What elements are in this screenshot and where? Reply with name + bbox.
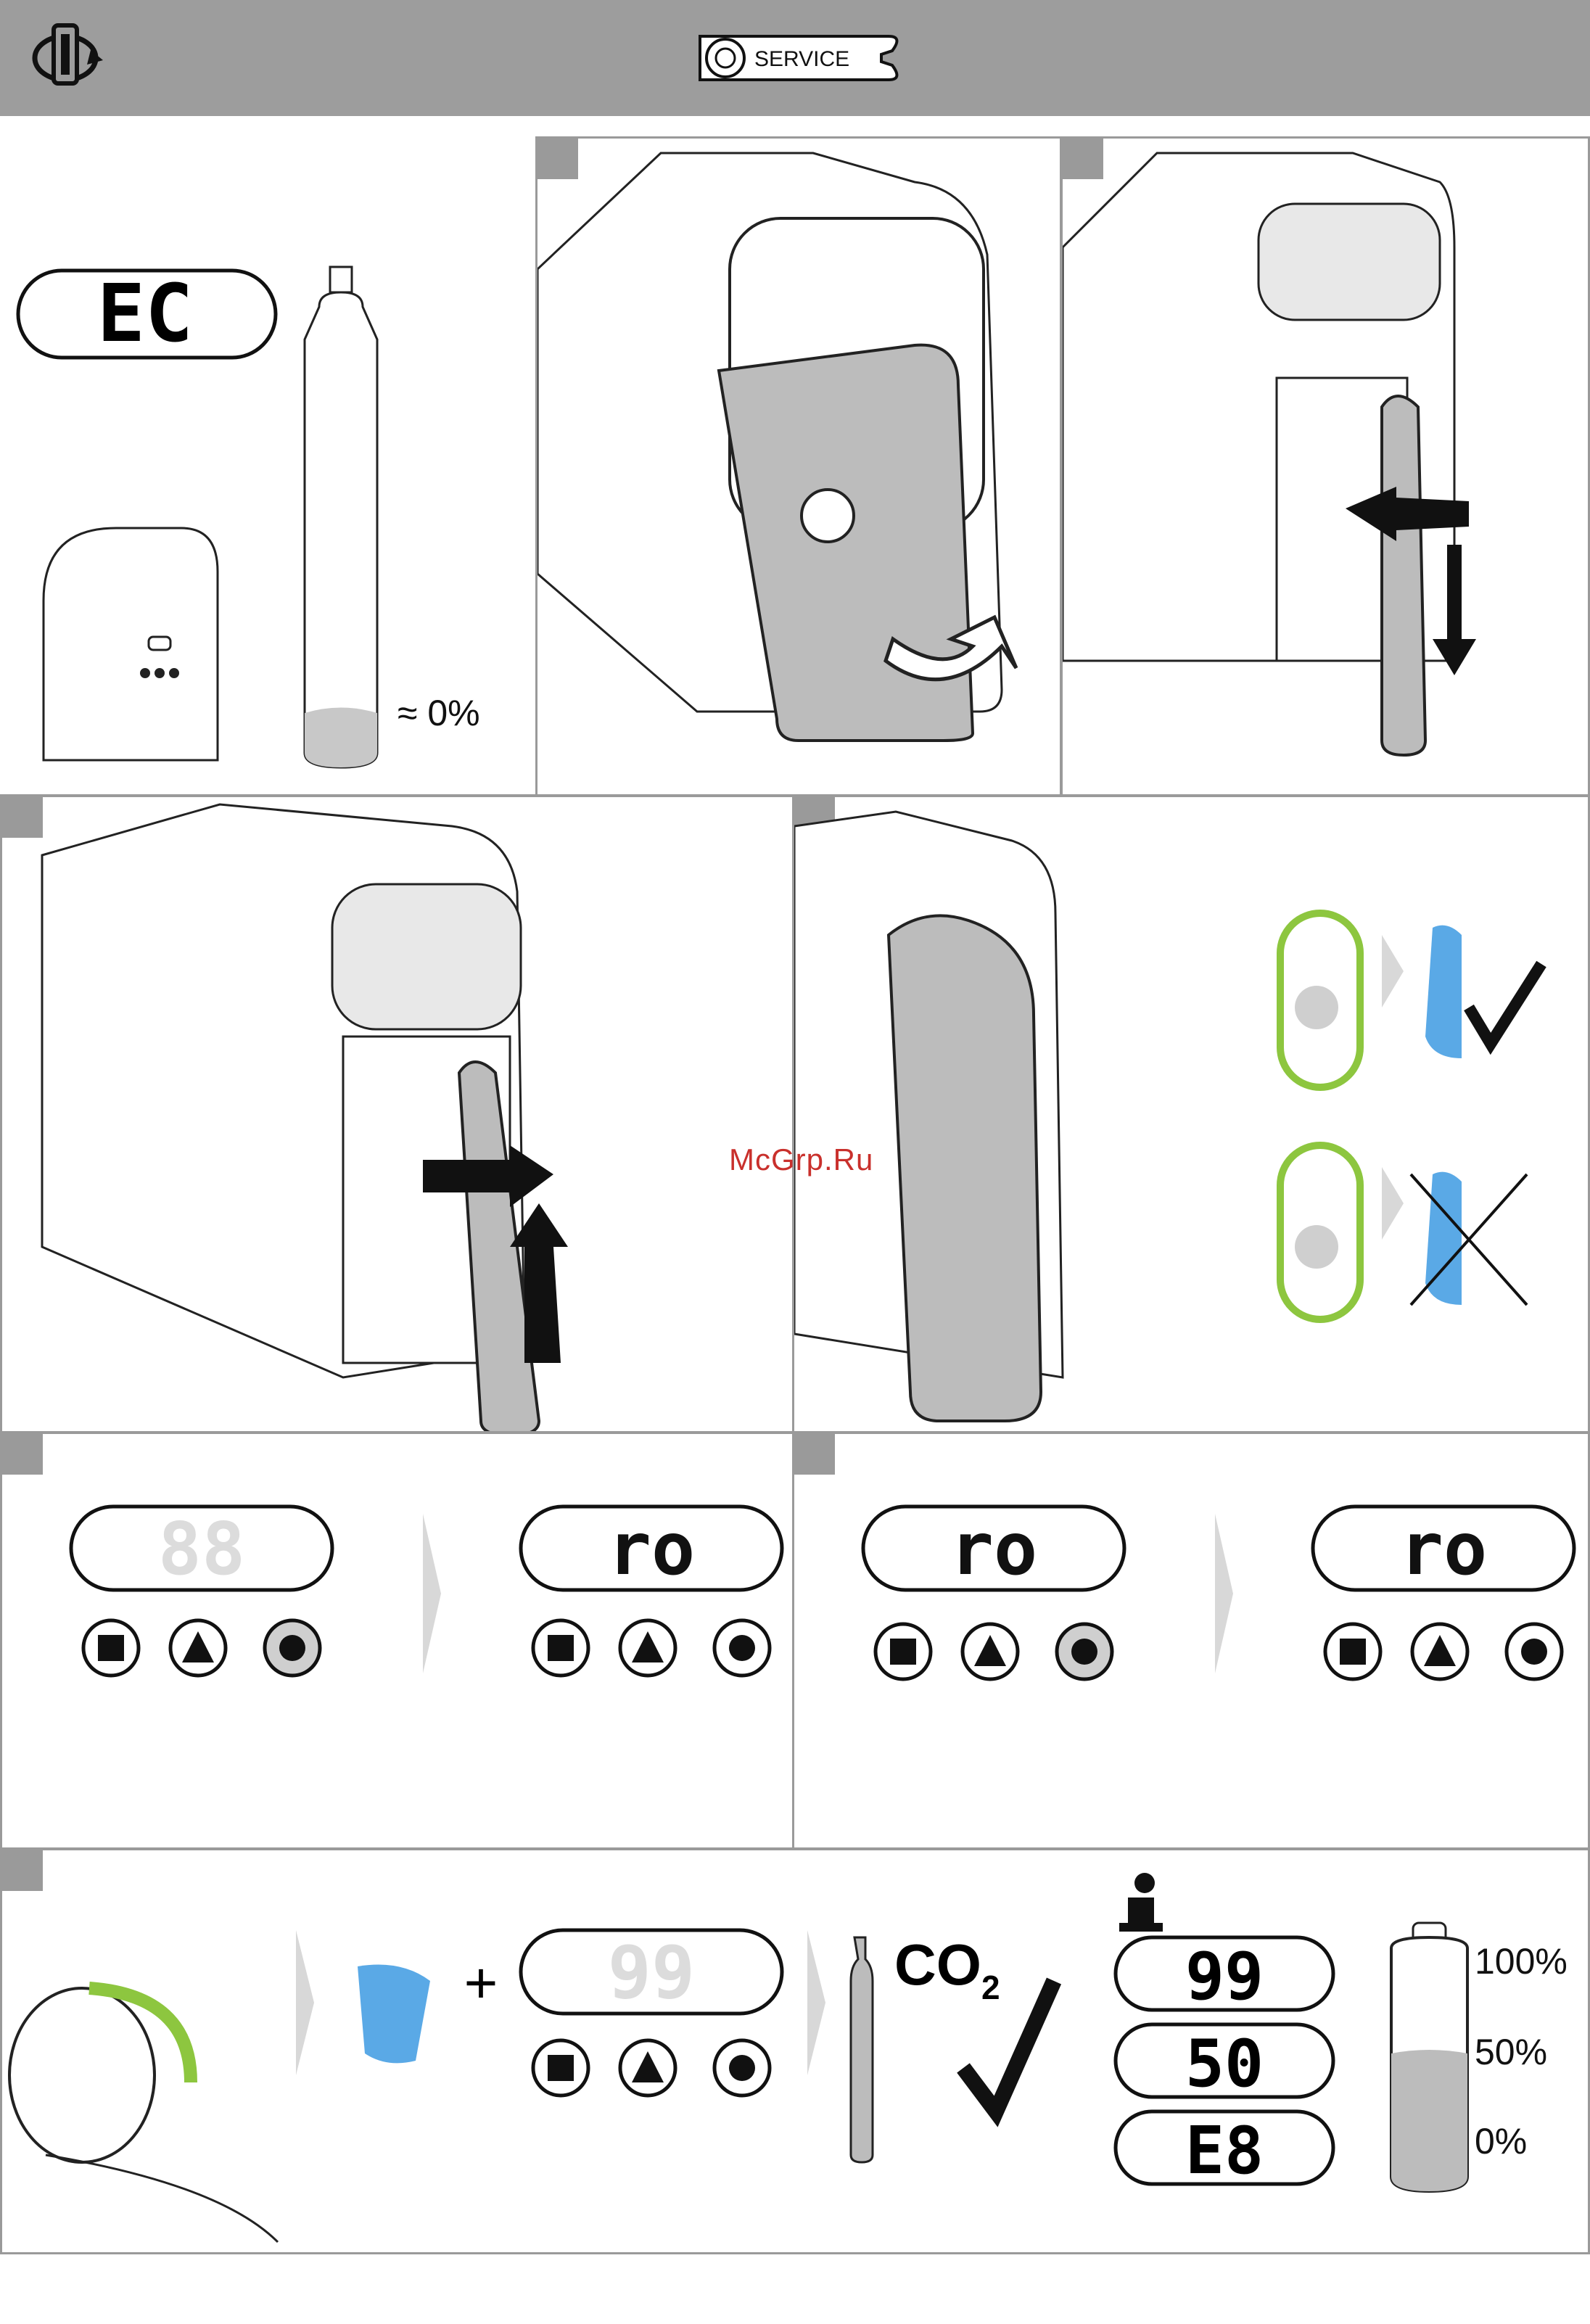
level-label-100: 100%: [1475, 1941, 1568, 1982]
chevron-right-icon: [807, 1930, 825, 2075]
service-label: SERVICE: [754, 47, 849, 71]
chevron-right-icon: [1215, 1514, 1233, 1673]
level-label-0: 0%: [1475, 2121, 1527, 2162]
chevron-right-icon: [296, 1930, 314, 2075]
level-code-100: 99: [1185, 1939, 1264, 2015]
co2-cylinder-icon: [305, 292, 377, 767]
device-sketch: [44, 528, 218, 760]
panel-close-cover-test: [792, 795, 1590, 1433]
tap-handle: [9, 1988, 155, 2162]
panel-reset-step-2: ro ro: [792, 1432, 1590, 1850]
co2-cylinder-icon: [1382, 396, 1425, 755]
header-bar: SERVICE: [0, 0, 1590, 116]
watermark: McGrp.Ru: [729, 1142, 873, 1177]
display-code: 88: [158, 1507, 245, 1591]
panel-confirm: + 99 CO2 99 50 E8 100% 50% 0%: [0, 1848, 1590, 2254]
panel-reset-step-1: 88 ro: [0, 1432, 798, 1850]
display-code: EC: [97, 267, 193, 360]
panel-status-empty: EC ≈ 0%: [0, 136, 537, 796]
level-code-50: 50: [1185, 2026, 1264, 2102]
chevron-right-icon: [1382, 1167, 1404, 1240]
panel-remove-cylinder: [1060, 136, 1590, 796]
level-code-0: E8: [1185, 2113, 1264, 2189]
display-code: ro: [1400, 1507, 1487, 1591]
display-code: 99: [608, 1930, 695, 2015]
water-stream-icon: [1425, 926, 1462, 1058]
plus-sign: +: [464, 1950, 498, 2015]
display-code: ro: [950, 1507, 1037, 1591]
co2-label: CO2: [894, 1932, 1000, 2006]
panel-open-cover: [535, 136, 1062, 796]
chevron-right-icon: [423, 1514, 441, 1673]
check-icon: [963, 1981, 1054, 2111]
check-icon: [1469, 964, 1541, 1044]
fill-level-label: ≈ 0%: [398, 693, 480, 733]
front-cover-panel[interactable]: [889, 915, 1041, 1421]
info-icon: [1119, 1873, 1163, 1932]
water-stream-icon: [1425, 1172, 1462, 1305]
rotate-tool-icon: [22, 18, 116, 91]
gear-wrench-icon: SERVICE: [685, 22, 903, 94]
chevron-right-icon: [1382, 935, 1404, 1008]
level-label-50: 50%: [1475, 2032, 1547, 2072]
water-stream-icon: [358, 1965, 430, 2064]
display-code: ro: [608, 1507, 695, 1591]
panel-insert-cylinder: [0, 795, 798, 1433]
co2-cylinder-icon: [851, 1937, 873, 2162]
